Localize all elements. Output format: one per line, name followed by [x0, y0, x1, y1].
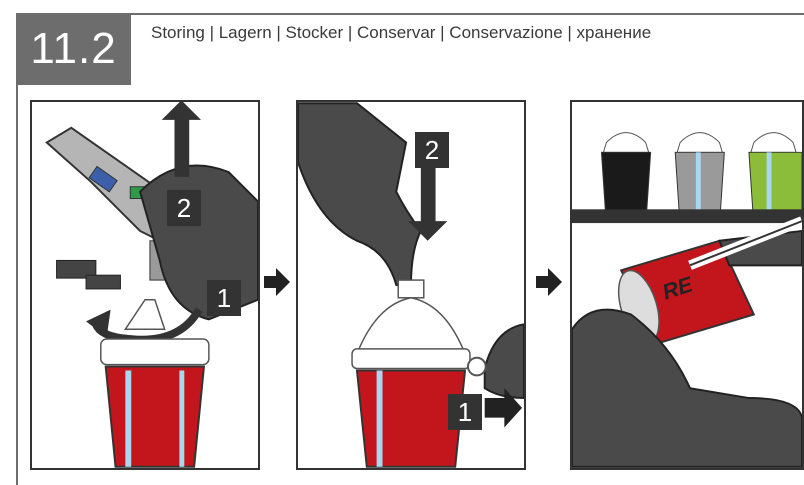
- header-rule: [16, 13, 804, 15]
- illustration-label-store: RE: [572, 102, 802, 468]
- cup-lid: [352, 280, 470, 368]
- panel-remove-gun: 2 1: [30, 100, 260, 470]
- cup-stripe: [179, 370, 184, 466]
- paint-cup: [106, 367, 204, 467]
- glove-hand: [485, 324, 524, 398]
- glove-hand: [298, 103, 421, 285]
- step-2-badge: 2: [415, 132, 449, 168]
- section-number: 11.2: [16, 13, 131, 85]
- step-2-badge: 2: [167, 190, 201, 226]
- flow-arrow-icon: [536, 268, 562, 296]
- stored-cup-grey: [675, 133, 724, 212]
- section-title: Storing | Lagern | Stocker | Conservar |…: [151, 22, 751, 43]
- step-1-badge: 1: [448, 394, 482, 430]
- cup-stripe: [377, 370, 383, 466]
- flow-arrow-icon: [264, 268, 290, 296]
- vent-cap: [468, 358, 486, 376]
- panel-close-cup: 2 1: [296, 100, 526, 470]
- illustration-close-cup: [298, 102, 524, 468]
- stored-cup-black: [601, 133, 650, 212]
- step-1-badge: 1: [207, 280, 241, 316]
- stored-cup-green: [749, 133, 802, 212]
- storage-shelf: [572, 209, 802, 223]
- cup-stripe: [125, 370, 131, 466]
- panel-label-store: RE: [570, 100, 804, 470]
